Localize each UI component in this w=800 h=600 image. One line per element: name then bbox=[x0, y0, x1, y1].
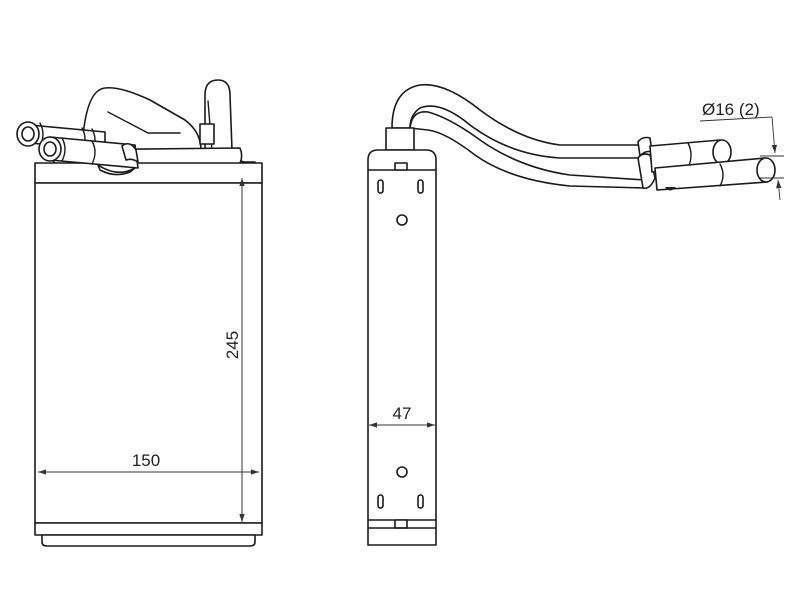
front-core bbox=[34, 182, 263, 524]
pipe-diameter-label: Ø16 (2) bbox=[702, 100, 760, 119]
depth-dimension-label: 47 bbox=[393, 404, 412, 423]
front-bottom-tank bbox=[34, 522, 263, 536]
width-dimension-label: 150 bbox=[132, 451, 160, 470]
front-pipe-vertical bbox=[204, 79, 256, 169]
side-tank bbox=[367, 149, 437, 546]
side-pipe-lower bbox=[409, 111, 646, 189]
side-pipe-collar bbox=[385, 127, 415, 151]
side-view bbox=[367, 83, 784, 546]
front-pipe-clamp bbox=[199, 123, 215, 145]
height-dimension-label: 245 bbox=[223, 331, 242, 359]
front-top-tank bbox=[34, 162, 263, 184]
front-pipe-stub-lower bbox=[38, 136, 139, 176]
front-view bbox=[16, 79, 263, 547]
